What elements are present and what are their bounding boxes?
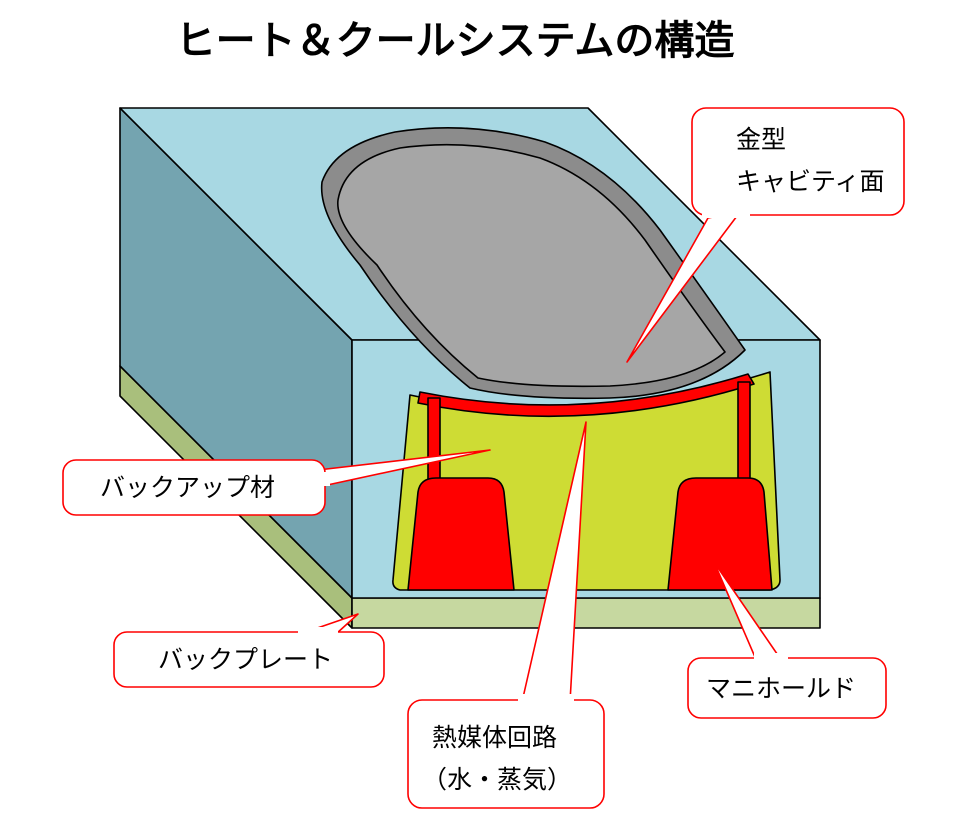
heat-pipe-left <box>427 397 441 489</box>
heat-channel-top <box>417 373 755 418</box>
manifold-left <box>407 477 515 591</box>
callout-heat-medium-circuit: 熱媒体回路 （水・蒸気） <box>407 421 605 809</box>
callout-box <box>62 459 326 516</box>
callout-label: バックアップ材 <box>100 473 275 502</box>
diagram-title: ヒート＆クールシステムの構造 <box>176 18 735 64</box>
callout-manifold: マニホールド <box>687 561 887 719</box>
mold-cavity <box>320 126 746 400</box>
callout-label-line1: 金型 <box>736 125 786 154</box>
callout-backup-material: バックアップ材 <box>62 449 491 516</box>
callout-box <box>407 699 605 809</box>
callout-back-plate: バックプレート <box>113 613 385 688</box>
callout-cavity-surface: 金型 キャビティ面 <box>626 107 905 363</box>
callout-label: マニホールド <box>706 674 856 703</box>
heat-pipe-right <box>737 381 751 489</box>
mold-cutaway <box>392 371 781 591</box>
callout-label: バックプレート <box>158 645 333 674</box>
cavity-surface <box>337 143 726 388</box>
callout-label-line2: キャビティ面 <box>736 167 885 196</box>
manifold-right <box>667 477 773 591</box>
callout-box <box>113 631 385 688</box>
callout-box <box>691 107 905 216</box>
callout-label-line1: 熱媒体回路 <box>432 723 557 752</box>
callout-label-line2: （水・蒸気） <box>422 765 572 794</box>
